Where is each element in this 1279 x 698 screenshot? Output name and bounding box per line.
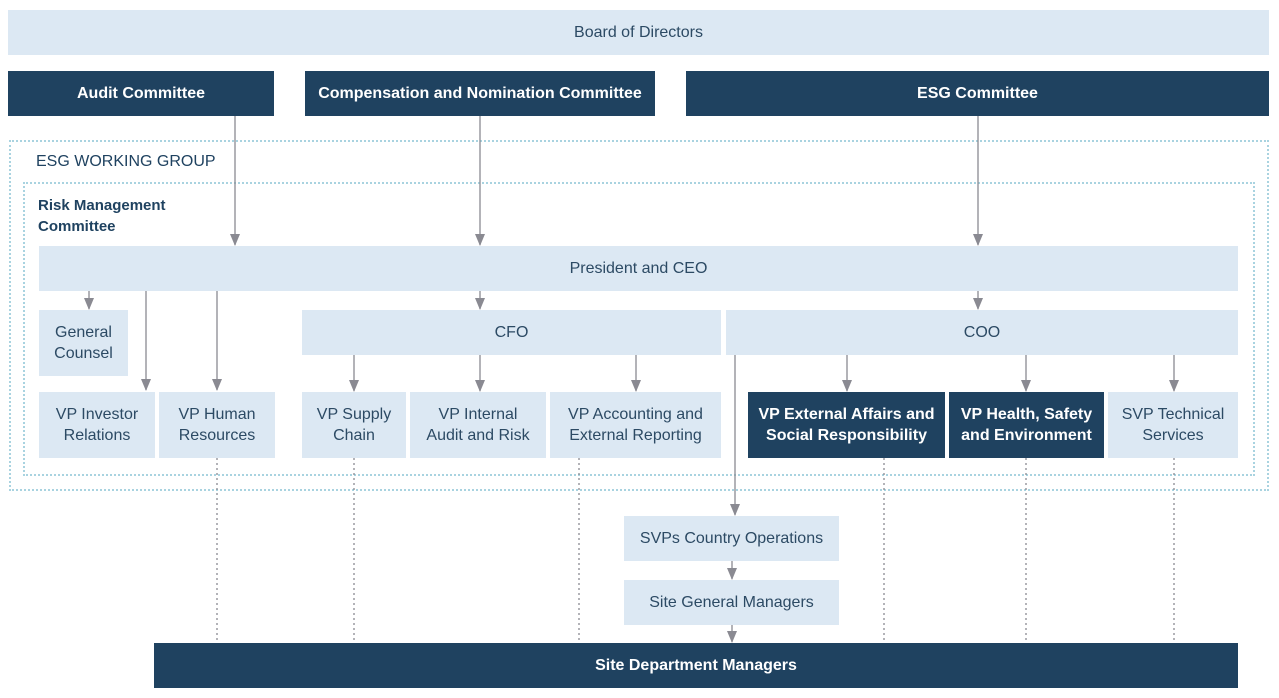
audit-committee-node: Audit Committee [8, 71, 274, 116]
coo-node: COO [726, 310, 1238, 355]
board-of-directors-node: Board of Directors [8, 10, 1269, 55]
svp-technical-services-node: SVP Technical Services [1108, 392, 1238, 458]
vp-health-safety-node: VP Health, Safety and Environment [949, 392, 1104, 458]
general-counsel-node: General Counsel [39, 310, 128, 376]
vp-accounting-node: VP Accounting and External Reporting [550, 392, 721, 458]
esg-working-group-frame [9, 140, 1269, 491]
risk-management-label: Risk Management Committee [38, 197, 166, 235]
risk-management-frame [23, 182, 1255, 476]
vp-investor-relations-node: VP Investor Relations [39, 392, 155, 458]
compensation-committee-node: Compensation and Nomination Committee [305, 71, 655, 116]
esg-committee-node: ESG Committee [686, 71, 1269, 116]
site-general-managers-node: Site General Managers [624, 580, 839, 625]
vp-human-resources-node: VP Human Resources [159, 392, 275, 458]
vp-supply-chain-node: VP Supply Chain [302, 392, 406, 458]
vp-external-affairs-node: VP External Affairs and Social Responsib… [748, 392, 945, 458]
vp-internal-audit-node: VP Internal Audit and Risk [410, 392, 546, 458]
svps-country-operations-node: SVPs Country Operations [624, 516, 839, 561]
site-department-managers-node: Site Department Managers [154, 643, 1238, 688]
esg-working-group-label: ESG WORKING GROUP [36, 153, 216, 170]
president-ceo-node: President and CEO [39, 246, 1238, 291]
cfo-node: CFO [302, 310, 721, 355]
